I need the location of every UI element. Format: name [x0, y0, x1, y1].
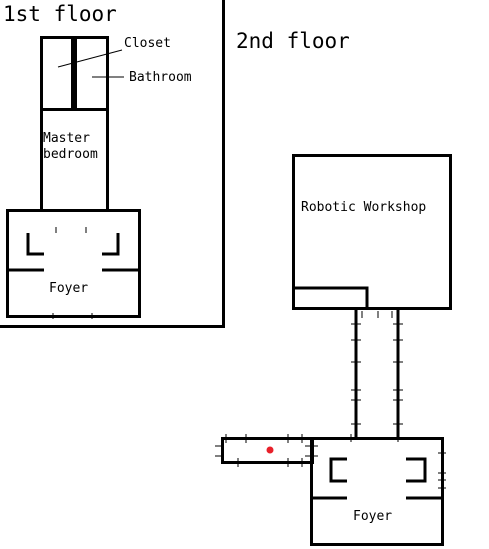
floor2-plan	[215, 154, 452, 546]
floor1-title: 1st floor	[3, 2, 117, 26]
floor1-foyer-room	[6, 209, 141, 318]
floor2-foyer-bracket-left	[329, 457, 347, 483]
floor1-foyer-bracket-right	[102, 233, 120, 256]
vertical-corridor-ticks	[351, 311, 403, 425]
workshop-label: Robotic Workshop	[301, 200, 426, 215]
workshop-room	[292, 154, 452, 310]
floor2-foyer-ticks	[350, 434, 446, 489]
bathroom-label: Bathroom	[129, 70, 192, 85]
floor1-foyer-label: Foyer	[49, 281, 88, 296]
floor2-title: 2nd floor	[236, 29, 350, 53]
master-bedroom-label-line2: bedroom	[43, 147, 98, 162]
closet-pointer	[57, 49, 123, 68]
workshop-inner-wall	[293, 286, 369, 309]
floor1-frame	[0, 0, 225, 328]
closet-label: Closet	[124, 36, 171, 51]
master-bedroom-label-line1: Master	[43, 131, 90, 146]
player-position-marker	[266, 446, 274, 454]
floor1-plan	[0, 0, 225, 328]
floor2-foyer-room	[310, 437, 444, 546]
floor1-foyer-bracket-left	[26, 233, 44, 256]
floor2-foyer-label: Foyer	[353, 509, 392, 524]
floor2-foyer-bracket-right	[406, 457, 427, 483]
